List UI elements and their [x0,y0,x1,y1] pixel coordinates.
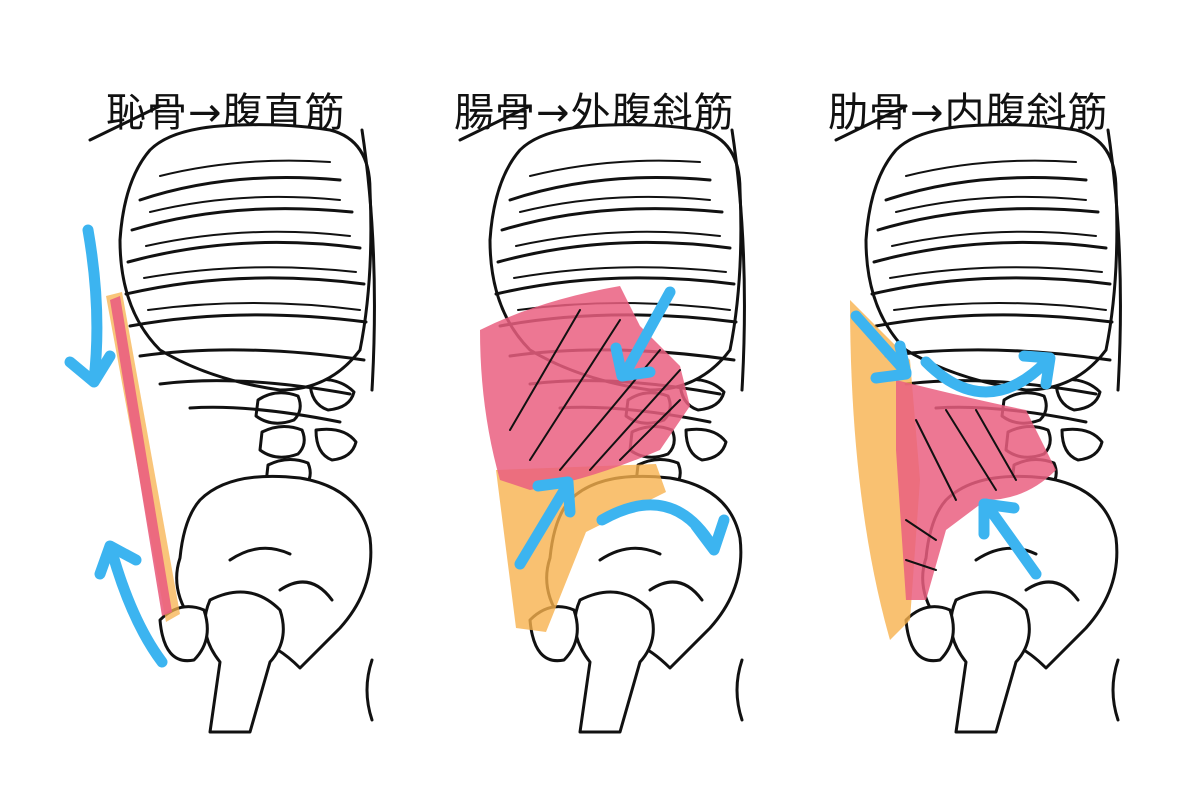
arrow-up-head [94,540,142,580]
arrow-up [106,546,168,668]
internal-oblique-muscle [896,380,1056,600]
arrow-up-left [980,498,1042,580]
panel-rectus-abdominis [64,104,376,734]
arrow-curve-up-right [920,356,1052,398]
arrow-down-left [620,286,676,378]
external-oblique-muscle [480,286,690,490]
arrow-down-left-head [610,342,656,382]
panel-internal-oblique [834,104,1122,734]
muscle-fibers [905,409,1017,571]
arrow-up-right-head [532,476,576,518]
arrow-down-right [850,310,912,378]
arrow-curve-right-head [690,514,730,556]
rectus-abdominis-muscle [110,296,172,616]
arrow-up-left-head [978,498,1020,540]
arrow-down-right-head [870,340,912,384]
panel-external-oblique [458,104,746,734]
arrow-down [82,224,103,386]
arrow-up-right [514,478,574,570]
arrow-curve-up-right-head [1018,350,1056,390]
arrow-down-head [64,350,116,388]
